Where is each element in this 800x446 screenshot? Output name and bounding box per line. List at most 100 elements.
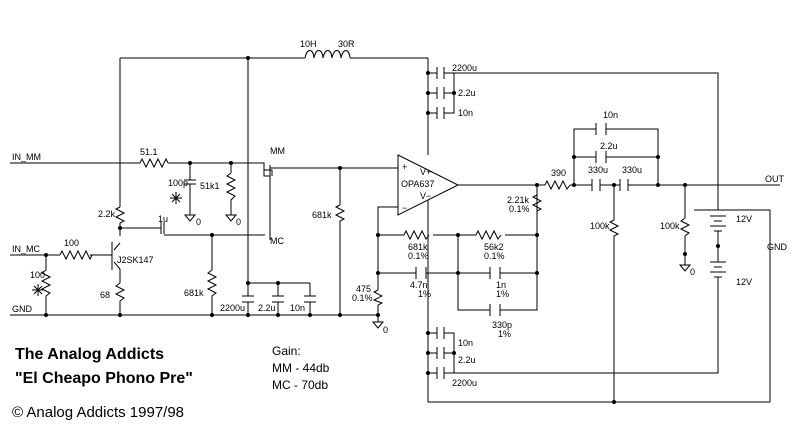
- label-330u-b: 330u: [622, 165, 642, 175]
- label-battery-negative: 12V: [736, 277, 752, 287]
- resistor-475: [372, 289, 384, 306]
- ground-labels: 0 0 0 0: [196, 217, 695, 335]
- net-out: OUT: [765, 174, 785, 184]
- capacitor-330u-a: [591, 179, 601, 191]
- label-100p: 100p: [168, 178, 188, 188]
- label-2200u-top: 2200u: [452, 63, 477, 73]
- title-line-1: The Analog Addicts: [15, 346, 165, 363]
- label-2u2-negative: 2.2u: [458, 355, 476, 365]
- ground-icon: [224, 214, 238, 222]
- copyright-notice: © Analog Addicts 1997/98: [12, 404, 185, 421]
- capacitor-10n-bottom: [304, 295, 316, 303]
- label-51k1-shunt: 51k1: [200, 181, 220, 191]
- inductor-resistance: 30R: [338, 39, 355, 49]
- label-681k-mid: 681k: [312, 210, 332, 220]
- label-2k2: 2.2k: [98, 209, 116, 219]
- capacitor-2200u-top: [436, 67, 445, 79]
- resistor-100k-a: [608, 219, 620, 240]
- resistors: [40, 157, 691, 306]
- label-475: 475: [356, 284, 371, 294]
- ground-label: 0: [383, 325, 388, 335]
- opamp-vminus: V−: [420, 191, 431, 201]
- label-1n-tol: 1%: [496, 289, 509, 299]
- opamp-model: OPA637: [401, 179, 434, 189]
- ground-icon: [183, 214, 197, 222]
- label-10n-top: 10n: [458, 108, 473, 118]
- gain-heading: Gain:: [272, 344, 301, 358]
- capacitor-2200u-bottom: [242, 295, 254, 303]
- resistor-51k1-series: [139, 157, 169, 169]
- label-2u2-top: 2.2u: [458, 88, 476, 98]
- ground-label: 0: [690, 267, 695, 277]
- ground-icon: [678, 264, 692, 272]
- label-330p-tol: 1%: [498, 329, 511, 339]
- gain-mm: MM - 44db: [272, 361, 330, 375]
- capacitor-2u2-bottom: [272, 295, 284, 303]
- mm-mc-switch: [264, 169, 273, 240]
- label-330p: 330p: [492, 320, 512, 330]
- ground-symbols: [183, 214, 692, 329]
- inductor-l1: 10H 30R: [300, 39, 355, 59]
- label-475-tol: 0.1%: [352, 293, 373, 303]
- capacitor-1n: [489, 267, 501, 279]
- label-2200u-bottom: 2200u: [220, 303, 245, 313]
- resistor-2k21: [531, 194, 543, 215]
- component-labels: 51.1 100p 51k1 2.2k 1u 100 100 68 681k 6…: [30, 63, 752, 388]
- opamp-minus-sign: −: [402, 203, 407, 213]
- label-1n: 1n: [496, 280, 506, 290]
- label-1u: 1u: [158, 214, 168, 224]
- net-in-mm: IN_MM: [12, 152, 41, 162]
- resistor-681k-mid: [334, 204, 346, 225]
- net-mm: MM: [270, 146, 285, 156]
- resistor-100-shunt: [40, 269, 52, 300]
- label-100-shunt: 100: [30, 270, 45, 280]
- net-gnd-right: GND: [767, 242, 788, 252]
- ground-label: 0: [236, 217, 241, 227]
- jfet-q1: J2SK147: [106, 254, 154, 265]
- capacitor-10n-top: [436, 107, 445, 119]
- label-10n-output: 10n: [603, 110, 618, 120]
- label-100-in: 100: [64, 238, 79, 248]
- capacitor-2200u-negative: [436, 367, 445, 379]
- ground-icon: [371, 321, 385, 329]
- opamp-vplus: V+: [420, 167, 431, 177]
- label-681k-feedback-tol: 0.1%: [408, 251, 429, 261]
- net-gnd: GND: [12, 304, 33, 314]
- asterisk-markers: [32, 192, 182, 296]
- label-100k-b: 100k: [660, 221, 680, 231]
- label-56k2-tol: 0.1%: [484, 251, 505, 261]
- capacitors: [150, 67, 629, 379]
- label-2200u-negative: 2200u: [452, 378, 477, 388]
- resistor-68: [114, 282, 126, 305]
- inductor-value: 10H: [300, 39, 317, 49]
- label-10n-bottom: 10n: [290, 303, 305, 313]
- capacitor-1u: [150, 222, 175, 236]
- capacitor-10n-output: [595, 123, 607, 135]
- capacitor-330p: [489, 304, 501, 316]
- label-681k-feedback: 681k: [408, 242, 428, 252]
- resistor-390: [544, 179, 571, 191]
- label-390: 390: [551, 168, 566, 178]
- wires: [10, 57, 780, 403]
- jfet-label: J2SK147: [117, 255, 154, 265]
- label-330u-a: 330u: [588, 165, 608, 175]
- opamp-plus-sign: +: [402, 162, 407, 172]
- capacitor-2u2-top: [436, 87, 445, 99]
- label-2k21-tol: 0.1%: [509, 204, 530, 214]
- capacitor-10n-negative: [436, 327, 445, 339]
- label-681k-bottom: 681k: [184, 288, 204, 298]
- label-4n7-tol: 1%: [418, 289, 431, 299]
- label-10n-negative: 10n: [458, 338, 473, 348]
- capacitor-4n7: [415, 267, 427, 279]
- label-2k21: 2.21k: [507, 195, 530, 205]
- resistor-100k-b: [679, 217, 691, 240]
- label-4n7: 4.7n: [410, 280, 428, 290]
- ground-label: 0: [196, 217, 201, 227]
- batteries: [710, 215, 726, 290]
- net-mc: MC: [270, 236, 284, 246]
- resistor-56k2: [475, 229, 502, 241]
- resistor-100-input: [59, 249, 93, 261]
- resistor-681k-feedback: [403, 229, 430, 241]
- label-battery-positive: 12V: [736, 214, 752, 224]
